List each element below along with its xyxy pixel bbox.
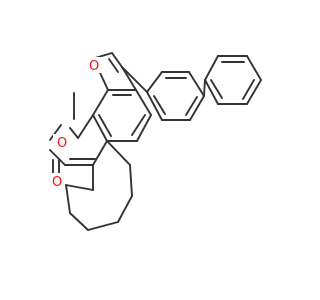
- bond: [135, 89, 152, 116]
- double-bond-inner: [210, 79, 223, 99]
- ring-oxygen-label: O: [57, 136, 67, 151]
- cycloheptane-ring: [65, 140, 133, 231]
- double-bond-inner: [108, 58, 119, 73]
- bond: [92, 140, 108, 166]
- bond: [69, 127, 79, 139]
- bond: [65, 184, 71, 214]
- double-bond-inner: [153, 95, 166, 115]
- carbonyl-oxygen-mask: [48, 173, 64, 189]
- bond: [246, 55, 262, 81]
- bond: [188, 71, 205, 97]
- bond: [146, 91, 163, 121]
- furan-ring: [94, 52, 137, 91]
- bond: [49, 124, 62, 141]
- biaryl-bond: [203, 79, 206, 97]
- bond: [204, 55, 219, 81]
- bond: [65, 184, 94, 191]
- double-bond-inner: [98, 114, 112, 137]
- bond: [92, 89, 109, 116]
- bond: [246, 79, 262, 105]
- bond: [189, 95, 205, 121]
- bond: [69, 212, 89, 231]
- bond: [117, 195, 133, 223]
- molecule-structure: O O O: [48, 52, 262, 231]
- molecule-structure-canvas: O O O: [48, 52, 262, 231]
- double-bond-inner: [131, 114, 146, 136]
- bond: [146, 71, 163, 93]
- double-bond-inner: [185, 96, 198, 116]
- bond: [204, 79, 219, 105]
- bond: [49, 149, 66, 166]
- biphenyl-ring-1: [146, 71, 205, 121]
- bond: [106, 140, 131, 166]
- bond: [136, 114, 152, 142]
- bond: [121, 66, 137, 91]
- bond: [87, 221, 119, 231]
- bond: [92, 114, 108, 142]
- pyranone-ring: [49, 114, 108, 174]
- furan-oxygen-label: O: [89, 59, 99, 74]
- furan-oxygen-mask: [85, 57, 101, 73]
- carbonyl-oxygen-label: O: [52, 175, 62, 190]
- bond: [111, 52, 123, 68]
- bond: [77, 114, 94, 139]
- double-bond-inner: [242, 79, 255, 100]
- bond: [129, 164, 133, 197]
- ring-oxygen-mask: [53, 134, 69, 150]
- aryl-link-bond: [121, 66, 148, 93]
- biphenyl-ring-2: [204, 55, 262, 105]
- central-benzene-ring: [92, 89, 152, 142]
